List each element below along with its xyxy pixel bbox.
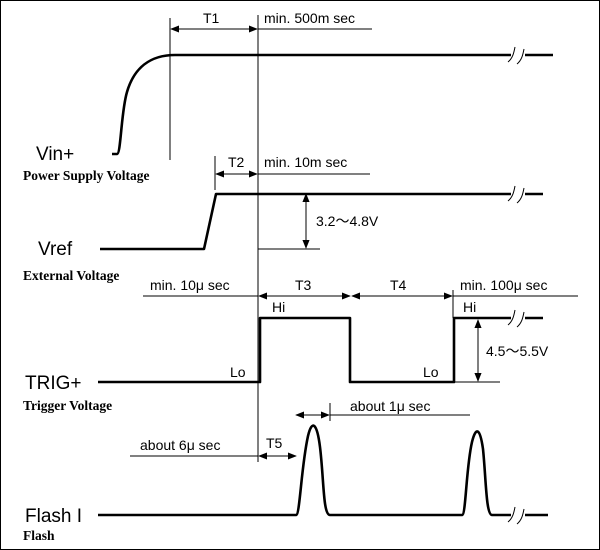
vin-caption: Power Supply Voltage [23, 168, 150, 183]
post-trig-min-text: min. 100μ sec [460, 277, 547, 293]
vref-waveform [100, 192, 543, 251]
t1-min-text: min. 500m sec [264, 10, 355, 26]
t2-label: T2 [228, 154, 245, 170]
flash-caption: Flash [23, 528, 55, 543]
flash-width-text: about 1μ sec [350, 398, 430, 414]
trig-break-symbol [507, 309, 525, 328]
vin-signal-name: Vin+ [36, 144, 74, 165]
dimension-arrows [170, 25, 482, 460]
vref-break-symbol [507, 185, 525, 204]
vref-range-text: 3.2～4.8V [316, 213, 379, 229]
pre-trig-min-text: min. 10μ sec [150, 277, 230, 293]
trig-caption: Trigger Voltage [23, 398, 112, 413]
t2-min-text: min. 10m sec [264, 154, 347, 170]
flash-delay-text: about 6μ sec [140, 437, 220, 453]
flash-signal-name: Flash I [25, 506, 82, 527]
vref-signal-name: Vref [38, 239, 73, 260]
guide-lines [130, 15, 578, 462]
trig-lo-label-2: Lo [423, 364, 439, 380]
break-symbols [507, 46, 525, 525]
trig-hi-label: Hi [272, 299, 285, 315]
t4-label: T4 [390, 277, 407, 293]
vin-waveform [112, 53, 553, 156]
t1-label: T1 [203, 10, 220, 26]
vin-break-symbol [507, 46, 525, 65]
trig-lo-label: Lo [230, 364, 246, 380]
flash-waveform [98, 424, 548, 517]
waveforms [98, 53, 553, 517]
vref-caption: External Voltage [23, 268, 119, 283]
trig-signal-name: TRIG+ [25, 373, 81, 394]
trig-hi-label-2: Hi [463, 299, 476, 315]
flash-break-symbol [507, 506, 525, 525]
t3-label: T3 [295, 277, 312, 293]
trig-waveform [98, 316, 543, 384]
trig-range-text: 4.5～5.5V [486, 343, 549, 359]
t5-label: T5 [266, 435, 283, 451]
